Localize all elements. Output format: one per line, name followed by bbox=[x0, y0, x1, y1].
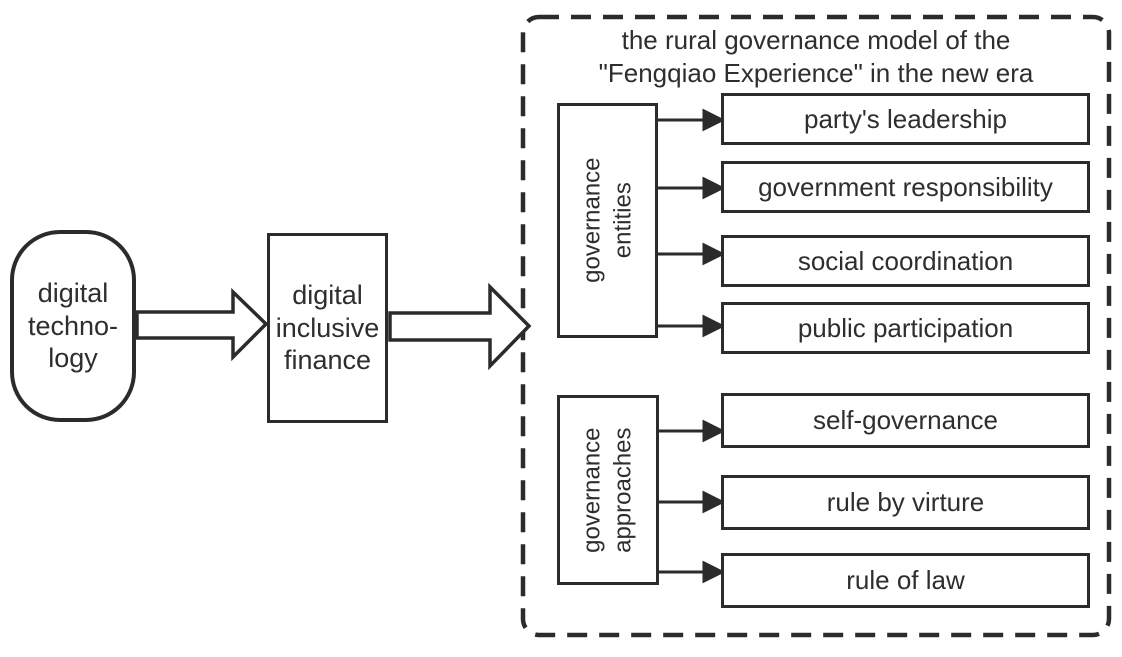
item-box-social-coordination: social coordination bbox=[721, 235, 1090, 287]
connector-arrowhead bbox=[702, 490, 726, 514]
entities-connector-arrows bbox=[658, 108, 726, 338]
connector-arrowhead bbox=[702, 314, 726, 338]
item-label: self-governance bbox=[813, 405, 998, 435]
digital-inclusive-finance-node: digital inclusive finance bbox=[267, 233, 388, 423]
digital-technology-label: digital techno- logy bbox=[27, 278, 119, 374]
block-arrow-2 bbox=[388, 282, 532, 371]
item-box-public-participation: public participation bbox=[721, 302, 1090, 354]
item-box-government-responsibility: government responsibility bbox=[721, 161, 1090, 213]
item-label: rule of law bbox=[846, 565, 965, 595]
item-box-rule-of-law: rule of law bbox=[721, 553, 1090, 608]
digital-inclusive-finance-label: digital inclusive finance bbox=[275, 280, 380, 376]
container-title: the rural governance model of the "Fengq… bbox=[598, 25, 1034, 88]
governance-approaches-label: governance approaches bbox=[578, 427, 637, 553]
governance-entities-label: governance entities bbox=[578, 157, 637, 284]
category-governance-entities: governance entities bbox=[557, 103, 658, 338]
item-box-rule-by-virture: rule by virture bbox=[721, 475, 1090, 530]
connector-arrowhead bbox=[702, 242, 726, 266]
digital-technology-node: digital techno- logy bbox=[10, 230, 136, 422]
item-label: government responsibility bbox=[758, 171, 1053, 202]
connector-arrowhead bbox=[702, 108, 726, 132]
connector-arrowhead bbox=[702, 560, 726, 584]
connector-arrowhead bbox=[702, 176, 726, 200]
block-arrow-1 bbox=[135, 287, 269, 362]
connector-arrowhead bbox=[702, 419, 726, 443]
item-label: rule by virture bbox=[826, 487, 985, 517]
item-label: social coordination bbox=[797, 245, 1014, 276]
item-label: public participation bbox=[797, 312, 1014, 343]
approaches-connector-arrows bbox=[659, 419, 726, 584]
item-box-partys-leadership: party's leadership bbox=[721, 93, 1090, 145]
item-label: party's leadership bbox=[804, 103, 1007, 134]
item-box-self-governance: self-governance bbox=[721, 393, 1090, 448]
category-governance-approaches: governance approaches bbox=[557, 395, 659, 585]
